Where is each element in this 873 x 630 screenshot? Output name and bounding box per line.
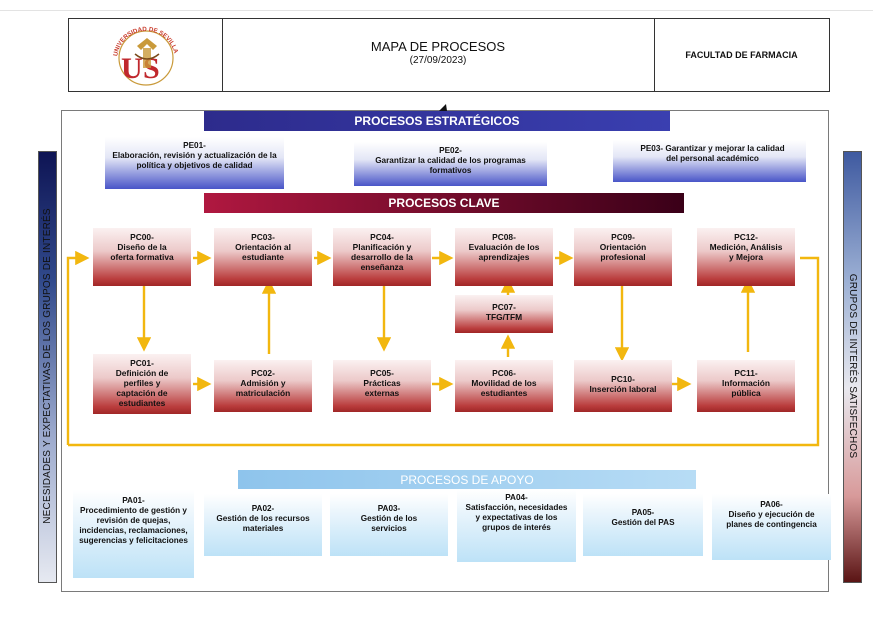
process-box-pc01: PC01- Definición de perfiles y captación… — [93, 354, 191, 414]
pe02-code: PE02- — [439, 146, 462, 155]
pa02-code: PA02- — [251, 504, 275, 513]
pc04-text: Planificación y desarrollo de la enseñan… — [351, 242, 413, 272]
university-seal-logo: UNIVERSIDAD DE SEVILLA U S — [112, 26, 179, 86]
process-box-pe01: PE01- Elaboración, revisión y actualizac… — [105, 137, 284, 189]
university-logo-cell: UNIVERSIDAD DE SEVILLA U S — [69, 19, 223, 91]
process-box-pa04: PA04- Satisfacción, necesidades y expect… — [457, 490, 576, 562]
pa01-code: PA01- — [122, 496, 145, 505]
pc07-text: TFG/TFM — [485, 312, 523, 322]
pe02-text: Garantizar la calidad de los programas f… — [375, 156, 526, 175]
pa06-text: Diseño y ejecución de planes de continge… — [726, 510, 817, 529]
process-box-pa06: PA06- Diseño y ejecución de planes de co… — [712, 494, 831, 560]
pc03-code: PC03- — [251, 232, 275, 242]
process-box-pc12: PC12- Medición, Análisis y Mejora — [697, 228, 795, 286]
process-box-pa02: PA02- Gestión de los recursos materiales — [204, 494, 322, 556]
document-header: UNIVERSIDAD DE SEVILLA U S MAPA DE PROCE… — [68, 18, 830, 92]
pa01-text: Procedimiento de gestión y revisión de q… — [79, 506, 188, 545]
map-date: (27/09/2023) — [409, 55, 467, 66]
pa03-code: PA03- — [377, 504, 401, 513]
loop-entry-arrow — [66, 250, 90, 445]
pc05-code: PC05- — [370, 368, 394, 378]
process-box-pc02: PC02- Admisión y matriculación — [214, 360, 312, 412]
key-processes-banner: PROCESOS CLAVE — [204, 193, 684, 213]
pc01-text: Definición de perfiles y captación de es… — [115, 368, 169, 408]
process-box-pc03: PC03- Orientación al estudiante — [214, 228, 312, 286]
pc07-code: PC07- — [492, 302, 516, 312]
pc10-code: PC10- — [611, 374, 635, 384]
pc01-code: PC01- — [130, 358, 154, 368]
pc02-code: PC02- — [251, 368, 275, 378]
pa06-code: PA06- — [760, 500, 783, 509]
pa04-code: PA04- — [505, 493, 528, 502]
pc02-text: Admisión y matriculación — [235, 378, 291, 398]
pc08-text: Evaluación de los aprendizajes — [468, 242, 540, 262]
process-box-pc04: PC04- Planificación y desarrollo de la e… — [333, 228, 431, 286]
header-title-cell: MAPA DE PROCESOS (27/09/2023) — [222, 19, 655, 91]
svg-text:U: U — [121, 52, 143, 85]
process-box-pa03: PA03- Gestión de los servicios — [330, 494, 448, 556]
pa03-text: Gestión de los servicios — [360, 514, 418, 533]
process-box-pc06: PC06- Movilidad de los estudiantes — [455, 360, 553, 412]
process-box-pc08: PC08- Evaluación de los aprendizajes — [455, 228, 553, 286]
pc03-text: Orientación al estudiante — [235, 242, 291, 262]
pc06-text: Movilidad de los estudiantes — [471, 378, 537, 398]
left-sidebar-bar — [38, 151, 57, 583]
process-box-pc07: PC07- TFG/TFM — [455, 295, 553, 333]
pc00-text: Diseño de la oferta formativa — [110, 242, 174, 262]
pa05-code: PA05- — [631, 508, 655, 517]
pc05-text: Prácticas externas — [363, 378, 401, 398]
pe01-code: PE01- — [183, 141, 206, 150]
pc04-code: PC04- — [370, 232, 394, 242]
pc12-code: PC12- — [734, 232, 758, 242]
pc08-code: PC08- — [492, 232, 516, 242]
right-sidebar-bar — [843, 151, 862, 583]
pc11-code: PC11- — [734, 368, 758, 378]
process-box-pc00: PC00- Diseño de la oferta formativa — [93, 228, 191, 286]
faculty-name: FACULTAD DE FARMACIA — [685, 50, 798, 60]
pc09-text: Orientación profesional — [599, 242, 647, 262]
pe01-text: Elaboración, revisión y actualización de… — [112, 151, 277, 170]
loop-line — [68, 256, 820, 447]
pc11-text: Información pública — [722, 378, 770, 398]
process-box-pa01: PA01- Procedimiento de gestión y revisió… — [73, 490, 194, 578]
pa04-text: Satisfacción, necesidades y expectativas… — [465, 503, 568, 532]
pc06-code: PC06- — [492, 368, 516, 378]
top-divider — [0, 10, 873, 11]
pc10-text: Inserción laboral — [589, 384, 657, 394]
process-box-pc10: PC10- Inserción laboral — [574, 360, 672, 412]
support-processes-banner: PROCESOS DE APOYO — [238, 470, 696, 489]
strategic-processes-banner: PROCESOS ESTRATÉGICOS — [204, 111, 670, 131]
process-box-pc05: PC05- Prácticas externas — [333, 360, 431, 412]
pe03-text: PE03- Garantizar y mejorar la calidad de… — [640, 144, 785, 163]
process-box-pa05: PA05- Gestión del PAS — [583, 494, 703, 556]
process-box-pe03: PE03- Garantizar y mejorar la calidad de… — [613, 140, 806, 182]
process-box-pe02: PE02- Garantizar la calidad de los progr… — [354, 142, 547, 186]
pa02-text: Gestión de los recursos materiales — [216, 514, 310, 533]
pc12-text: Medición, Análisis y Mejora — [709, 242, 783, 262]
pc09-code: PC09- — [611, 232, 635, 242]
map-title: MAPA DE PROCESOS — [370, 39, 506, 54]
process-box-pc11: PC11- Información pública — [697, 360, 795, 412]
pc00-code: PC00- — [130, 232, 154, 242]
process-box-pc09: PC09- Orientación profesional — [574, 228, 672, 286]
pa05-text: Gestión del PAS — [611, 518, 675, 527]
